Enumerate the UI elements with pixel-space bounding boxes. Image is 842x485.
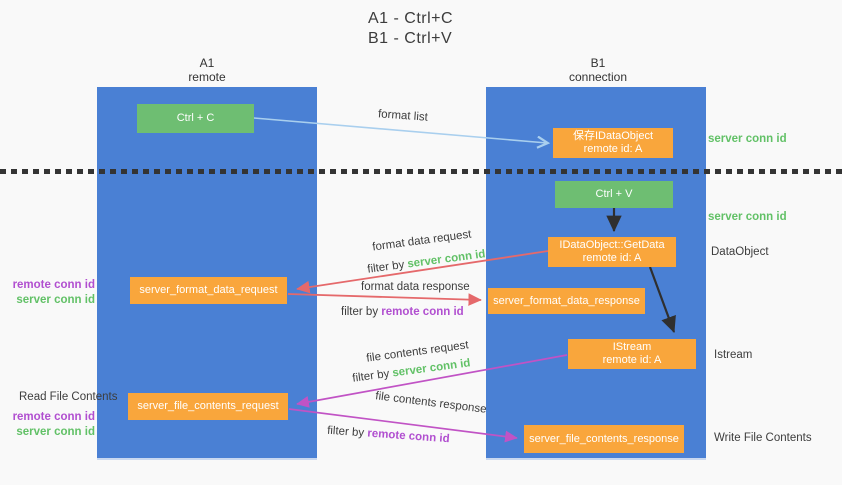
label-filter-by-remote-conn-id-1: filter by remote conn id	[341, 306, 464, 318]
lane-b1-subtitle: connection	[568, 70, 628, 84]
node-server-format-data-response: server_format_data_response	[488, 288, 645, 314]
label-remote-conn-id-1: remote conn id	[12, 279, 95, 291]
format-data-request-arrow	[296, 250, 549, 294]
label-dataobject: DataObject	[711, 246, 769, 258]
filter-prefix-2: filter by	[341, 306, 382, 318]
format-data-response-arrow	[287, 293, 482, 306]
title-line-b1: B1 - Ctrl+V	[368, 30, 453, 47]
label-stack-file-conn-ids: remote conn id server conn id	[0, 410, 95, 440]
node-server-file-contents-request-label: server_file_contents_request	[137, 400, 279, 412]
node-ctrl-v: Ctrl + V	[555, 181, 673, 208]
node-server-format-data-request-label: server_format_data_request	[139, 284, 278, 296]
node-server-format-data-request: server_format_data_request	[130, 277, 287, 304]
node-server-file-contents-response-label: server_file_contents_response	[529, 432, 679, 445]
lane-a1-subtitle: remote	[188, 70, 226, 84]
file-contents-response-arrow	[288, 408, 518, 443]
node-server-file-contents-response: server_file_contents_response	[524, 425, 684, 453]
format-list-arrow	[253, 117, 547, 143]
node-ctrl-v-label: Ctrl + V	[595, 188, 633, 200]
lane-b1-title: B1	[590, 56, 606, 70]
node-istream-line1: IStream	[612, 341, 652, 353]
label-server-conn-id-1: server conn id	[16, 294, 95, 306]
node-istream: IStream remote id: A	[568, 339, 696, 369]
node-istream-line2: remote id: A	[602, 354, 662, 366]
node-save-idataobject: 保存IDataObject remote id: A	[553, 128, 673, 158]
label-remote-conn-id-2: remote conn id	[12, 411, 95, 423]
label-read-file-contents: Read File Contents	[19, 391, 118, 403]
node-idataobject-getdata: IDataObject::GetData remote id: A	[548, 237, 676, 267]
label-server-conn-id-2: server conn id	[16, 426, 95, 438]
file-contents-request-arrow	[296, 354, 568, 408]
node-ctrl-c-label: Ctrl + C	[176, 112, 215, 124]
node-save-idataobject-line1: 保存IDataObject	[572, 130, 654, 142]
label-format-data-response: format data response	[361, 281, 470, 293]
label-server-conn-id-top: server conn id	[708, 133, 787, 145]
node-idataobject-getdata-line1: IDataObject::GetData	[559, 239, 665, 251]
lane-a1-title: A1	[199, 56, 215, 70]
node-idataobject-getdata-line2: remote id: A	[582, 252, 642, 264]
lane-header-b1: B1 connection	[488, 56, 708, 84]
filter-value-remote-conn-id-1: remote conn id	[381, 306, 464, 318]
node-server-format-data-response-label: server_format_data_response	[493, 294, 640, 307]
label-istream: Istream	[714, 349, 753, 361]
diagram-title: A1 - Ctrl+C B1 - Ctrl+V	[368, 9, 453, 49]
node-ctrl-c: Ctrl + C	[137, 104, 254, 133]
lane-header-a1: A1 remote	[97, 56, 317, 84]
getdata-to-istream-arrow	[648, 266, 676, 334]
label-stack-format-conn-ids: remote conn id server conn id	[0, 278, 95, 308]
node-save-idataobject-line2: remote id: A	[583, 143, 643, 155]
label-server-conn-id-mid: server conn id	[708, 211, 787, 223]
label-write-file-contents: Write File Contents	[714, 432, 812, 444]
node-server-file-contents-request: server_file_contents_request	[128, 393, 288, 420]
title-line-a1: A1 - Ctrl+C	[368, 10, 454, 27]
dotted-divider-line	[0, 169, 842, 174]
